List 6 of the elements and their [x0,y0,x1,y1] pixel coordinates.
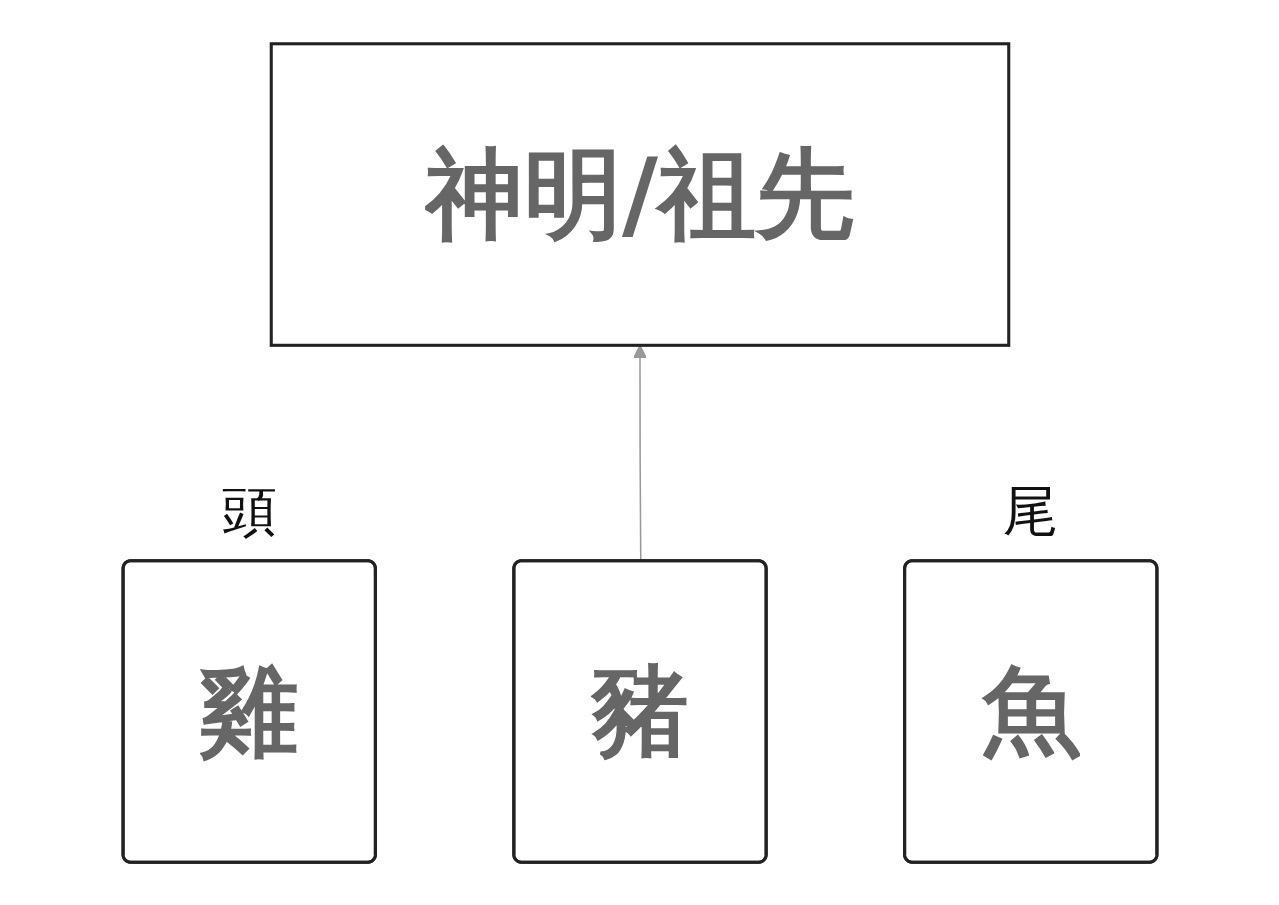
text-box: 豬 [511,558,768,864]
text-box: 雞 [121,558,377,864]
text-box: 神明/祖先 [269,41,1010,347]
text-box: 魚 [902,558,1158,864]
side-label: 尾 [1002,478,1058,543]
side-label: 頭 [221,478,277,543]
